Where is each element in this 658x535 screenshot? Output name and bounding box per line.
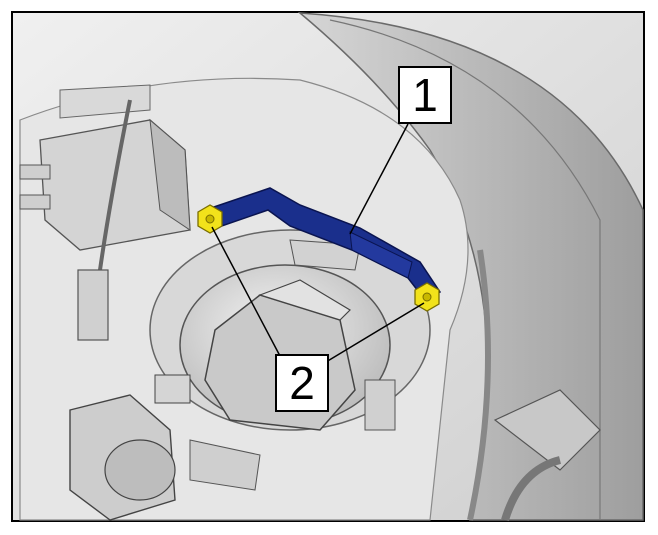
connectors-lower-left: [69, 374, 396, 521]
leader-line-2b: [325, 302, 425, 363]
nut-left: [197, 204, 223, 234]
control-unit: [19, 84, 191, 341]
wheel-arch: [297, 12, 644, 522]
leader-line-1: [349, 123, 409, 235]
leader-line-2a: [211, 226, 281, 357]
callout-1-label: 1: [412, 69, 438, 121]
callout-2: 2: [275, 354, 329, 412]
callout-2-label: 2: [289, 357, 315, 409]
callout-1: 1: [398, 66, 452, 124]
